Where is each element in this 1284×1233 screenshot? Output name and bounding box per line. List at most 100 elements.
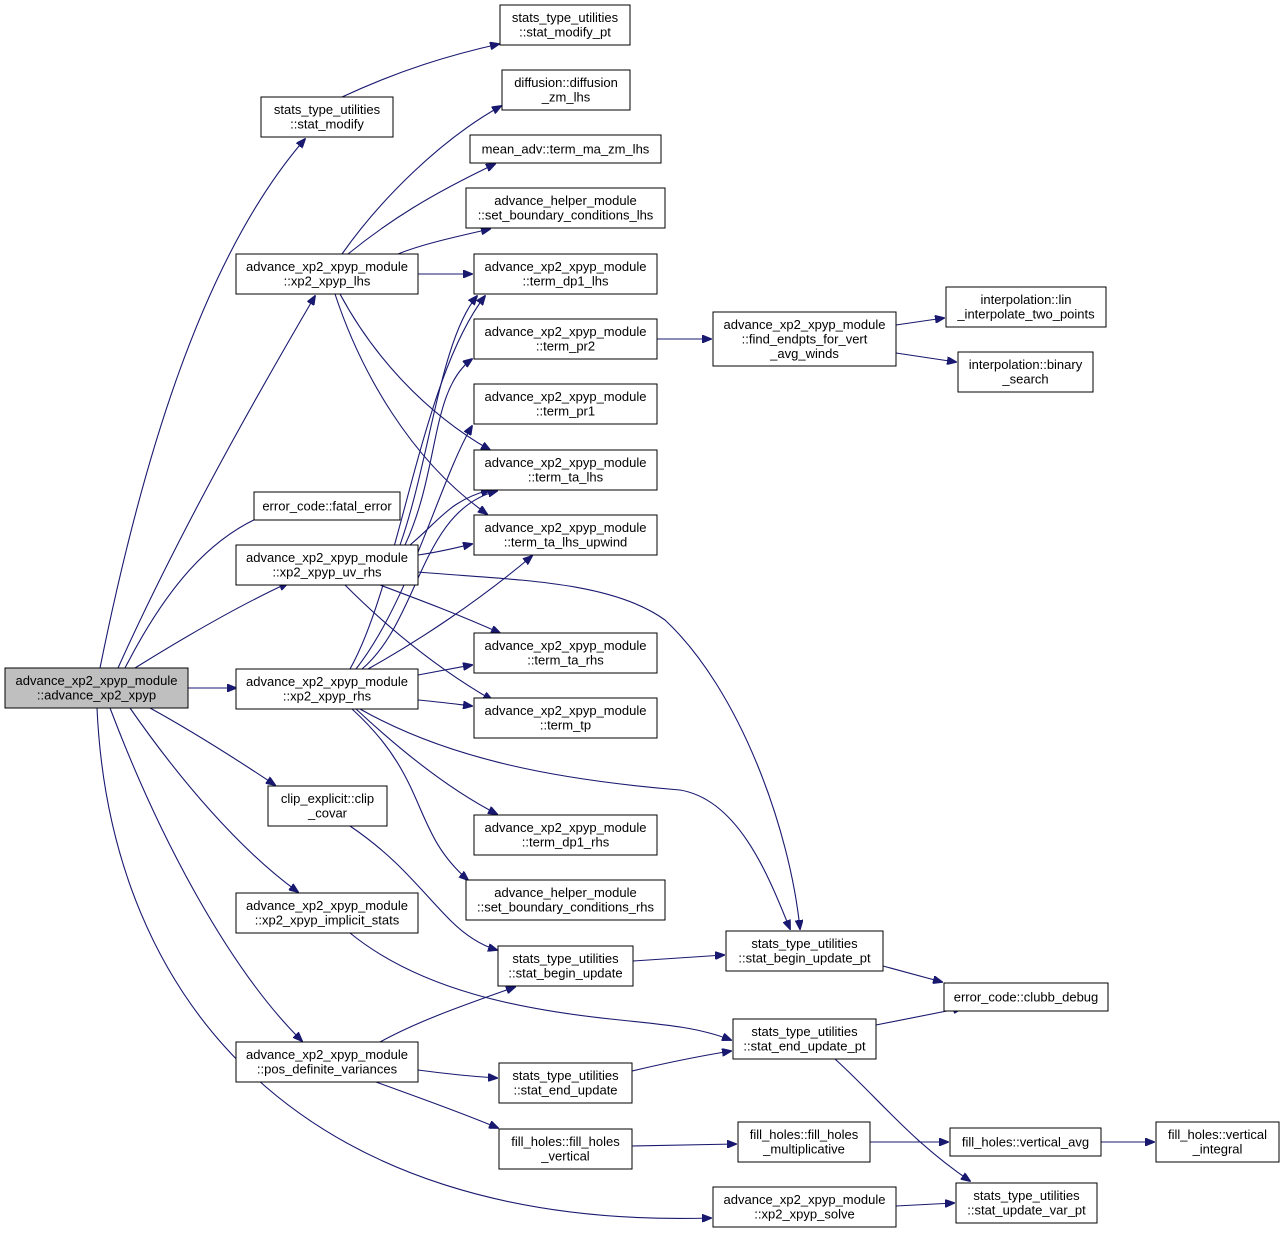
node-box[interactable] xyxy=(957,351,1094,393)
edge-pos_def_var-to-stat_end_update xyxy=(417,1069,497,1078)
node-pos_def_var[interactable]: advance_xp2_xpyp_module::pos_definite_va… xyxy=(235,1041,419,1083)
node-stat_end_update_pt[interactable]: stats_type_utilities::stat_end_update_pt xyxy=(732,1018,877,1060)
node-lin_interp[interactable]: interpolation::lin_interpolate_two_point… xyxy=(945,286,1107,328)
node-box[interactable] xyxy=(473,514,658,556)
node-xp2_xpyp_uv_rhs[interactable]: advance_xp2_xpyp_module::xp2_xpyp_uv_rhs xyxy=(235,544,419,586)
node-xp2_xpyp_solve[interactable]: advance_xp2_xpyp_module::xp2_xpyp_solve xyxy=(712,1186,897,1228)
node-clip_covar[interactable]: clip_explicit::clip_covar xyxy=(267,785,388,827)
node-label-line: advance_xp2_xpyp_module xyxy=(246,674,408,689)
node-term_dp1_lhs[interactable]: advance_xp2_xpyp_module::term_dp1_lhs xyxy=(473,253,658,295)
node-box[interactable] xyxy=(725,930,884,972)
node-box[interactable] xyxy=(473,697,658,739)
node-label-line: stats_type_utilities xyxy=(274,102,381,117)
node-term_tp[interactable]: advance_xp2_xpyp_module::term_tp xyxy=(473,697,658,739)
edge-xp2_xpyp_uv_rhs-to-term_pr2 xyxy=(404,359,472,546)
node-box[interactable] xyxy=(473,632,658,674)
node-box[interactable] xyxy=(473,449,658,491)
node-box[interactable] xyxy=(712,1186,897,1228)
node-box[interactable] xyxy=(498,1062,633,1104)
node-box[interactable] xyxy=(235,892,419,934)
node-term_dp1_rhs[interactable]: advance_xp2_xpyp_module::term_dp1_rhs xyxy=(473,814,658,856)
node-term_pr2[interactable]: advance_xp2_xpyp_module::term_pr2 xyxy=(473,318,658,360)
node-xp2_xpyp_lhs[interactable]: advance_xp2_xpyp_module::xp2_xpyp_lhs xyxy=(235,253,419,295)
edge-xp2_xpyp_rhs-to-set_bc_rhs xyxy=(351,708,468,880)
node-clubb_debug[interactable]: error_code::clubb_debug xyxy=(943,982,1109,1012)
node-box[interactable] xyxy=(499,4,631,46)
node-stat_modify_pt[interactable]: stats_type_utilities::stat_modify_pt xyxy=(499,4,631,46)
node-implicit_stats[interactable]: advance_xp2_xpyp_module::xp2_xpyp_implic… xyxy=(235,892,419,934)
node-fill_holes_vertical[interactable]: fill_holes::fill_holes_vertical xyxy=(498,1128,633,1170)
node-label-line: ::stat_end_update xyxy=(513,1083,617,1098)
node-term_ta_lhs_upwind[interactable]: advance_xp2_xpyp_module::term_ta_lhs_upw… xyxy=(473,514,658,556)
node-box[interactable] xyxy=(4,667,189,709)
node-stat_begin_update_pt[interactable]: stats_type_utilities::stat_begin_update_… xyxy=(725,930,884,972)
node-stat_end_update[interactable]: stats_type_utilities::stat_end_update xyxy=(498,1062,633,1104)
node-label-line: advance_xp2_xpyp_module xyxy=(246,898,408,913)
node-box[interactable] xyxy=(465,187,666,229)
node-box[interactable] xyxy=(253,491,401,521)
edge-xp2_xpyp_rhs-to-term_dp1_lhs xyxy=(349,296,485,670)
edge-advance_xp2_xpyp-to-implicit_stats xyxy=(129,707,298,892)
node-box[interactable] xyxy=(498,1128,633,1170)
node-xp2_xpyp_rhs[interactable]: advance_xp2_xpyp_module::xp2_xpyp_rhs xyxy=(235,668,419,710)
node-label-line: error_code::fatal_error xyxy=(262,498,392,513)
node-label-line: ::stat_modify xyxy=(290,117,364,132)
node-stat_modify[interactable]: stats_type_utilities::stat_modify xyxy=(260,96,394,138)
node-set_bc_lhs[interactable]: advance_helper_module::set_boundary_cond… xyxy=(465,187,666,229)
node-box[interactable] xyxy=(473,383,658,425)
node-fill_holes_mult[interactable]: fill_holes::fill_holes_multiplicative xyxy=(737,1121,871,1163)
node-box[interactable] xyxy=(473,318,658,360)
node-box[interactable] xyxy=(949,1127,1102,1157)
node-box[interactable] xyxy=(945,286,1107,328)
node-label-line: ::term_tp xyxy=(540,718,591,733)
node-box[interactable] xyxy=(235,253,419,295)
node-box[interactable] xyxy=(501,69,631,111)
node-find_endpts[interactable]: advance_xp2_xpyp_module::find_endpts_for… xyxy=(712,311,897,367)
node-box[interactable] xyxy=(473,253,658,295)
node-vertical_integral[interactable]: fill_holes::vertical_integral xyxy=(1155,1121,1280,1163)
node-box[interactable] xyxy=(260,96,394,138)
node-label-line: _avg_winds xyxy=(769,346,839,361)
node-label-line: advance_xp2_xpyp_module xyxy=(724,317,886,332)
node-box[interactable] xyxy=(473,814,658,856)
node-box[interactable] xyxy=(737,1121,871,1163)
edge-xp2_xpyp_uv_rhs-to-term_ta_rhs xyxy=(379,584,500,633)
node-term_ta_lhs[interactable]: advance_xp2_xpyp_module::term_ta_lhs xyxy=(473,449,658,491)
edge-advance_xp2_xpyp-to-pos_def_var xyxy=(109,707,302,1041)
node-binary_search[interactable]: interpolation::binary_search xyxy=(957,351,1094,393)
node-label-line: advance_helper_module xyxy=(494,193,636,208)
node-set_bc_rhs[interactable]: advance_helper_module::set_boundary_cond… xyxy=(465,879,666,921)
node-box[interactable] xyxy=(497,945,634,987)
node-term_ta_rhs[interactable]: advance_xp2_xpyp_module::term_ta_rhs xyxy=(473,632,658,674)
node-label-line: stats_type_utilities xyxy=(973,1188,1080,1203)
edge-find_endpts-to-lin_interp xyxy=(895,318,944,326)
node-box[interactable] xyxy=(712,311,897,367)
node-label-line: ::xp2_xpyp_lhs xyxy=(284,274,371,289)
node-fatal_error[interactable]: error_code::fatal_error xyxy=(253,491,401,521)
node-stat_update_var_pt[interactable]: stats_type_utilities::stat_update_var_pt xyxy=(955,1182,1098,1224)
node-box[interactable] xyxy=(235,544,419,586)
node-term_pr1[interactable]: advance_xp2_xpyp_module::term_pr1 xyxy=(473,383,658,425)
node-box[interactable] xyxy=(1155,1121,1280,1163)
node-box[interactable] xyxy=(235,1041,419,1083)
node-box[interactable] xyxy=(732,1018,877,1060)
node-box[interactable] xyxy=(267,785,388,827)
node-box[interactable] xyxy=(943,982,1109,1012)
node-diffusion_zm_lhs[interactable]: diffusion::diffusion_zm_lhs xyxy=(501,69,631,111)
node-label-line: advance_xp2_xpyp_module xyxy=(485,638,647,653)
node-box[interactable] xyxy=(955,1182,1098,1224)
edges-layer xyxy=(96,44,1154,1218)
edge-xp2_xpyp_solve-to-stat_update_var_pt xyxy=(895,1203,954,1206)
node-advance_xp2_xpyp[interactable]: advance_xp2_xpyp_module::advance_xp2_xpy… xyxy=(4,667,189,709)
node-box[interactable] xyxy=(235,668,419,710)
node-stat_begin_update[interactable]: stats_type_utilities::stat_begin_update xyxy=(497,945,634,987)
node-label-line: advance_xp2_xpyp_module xyxy=(485,324,647,339)
node-box[interactable] xyxy=(469,134,662,164)
node-box[interactable] xyxy=(465,879,666,921)
node-term_ma_zm_lhs[interactable]: mean_adv::term_ma_zm_lhs xyxy=(469,134,662,164)
node-label-line: advance_xp2_xpyp_module xyxy=(485,455,647,470)
edge-pos_def_var-to-stat_begin_update xyxy=(379,987,515,1043)
node-label-line: ::xp2_xpyp_implicit_stats xyxy=(255,913,400,928)
node-label-line: ::stat_begin_update xyxy=(508,966,622,981)
node-vertical_avg[interactable]: fill_holes::vertical_avg xyxy=(949,1127,1102,1157)
